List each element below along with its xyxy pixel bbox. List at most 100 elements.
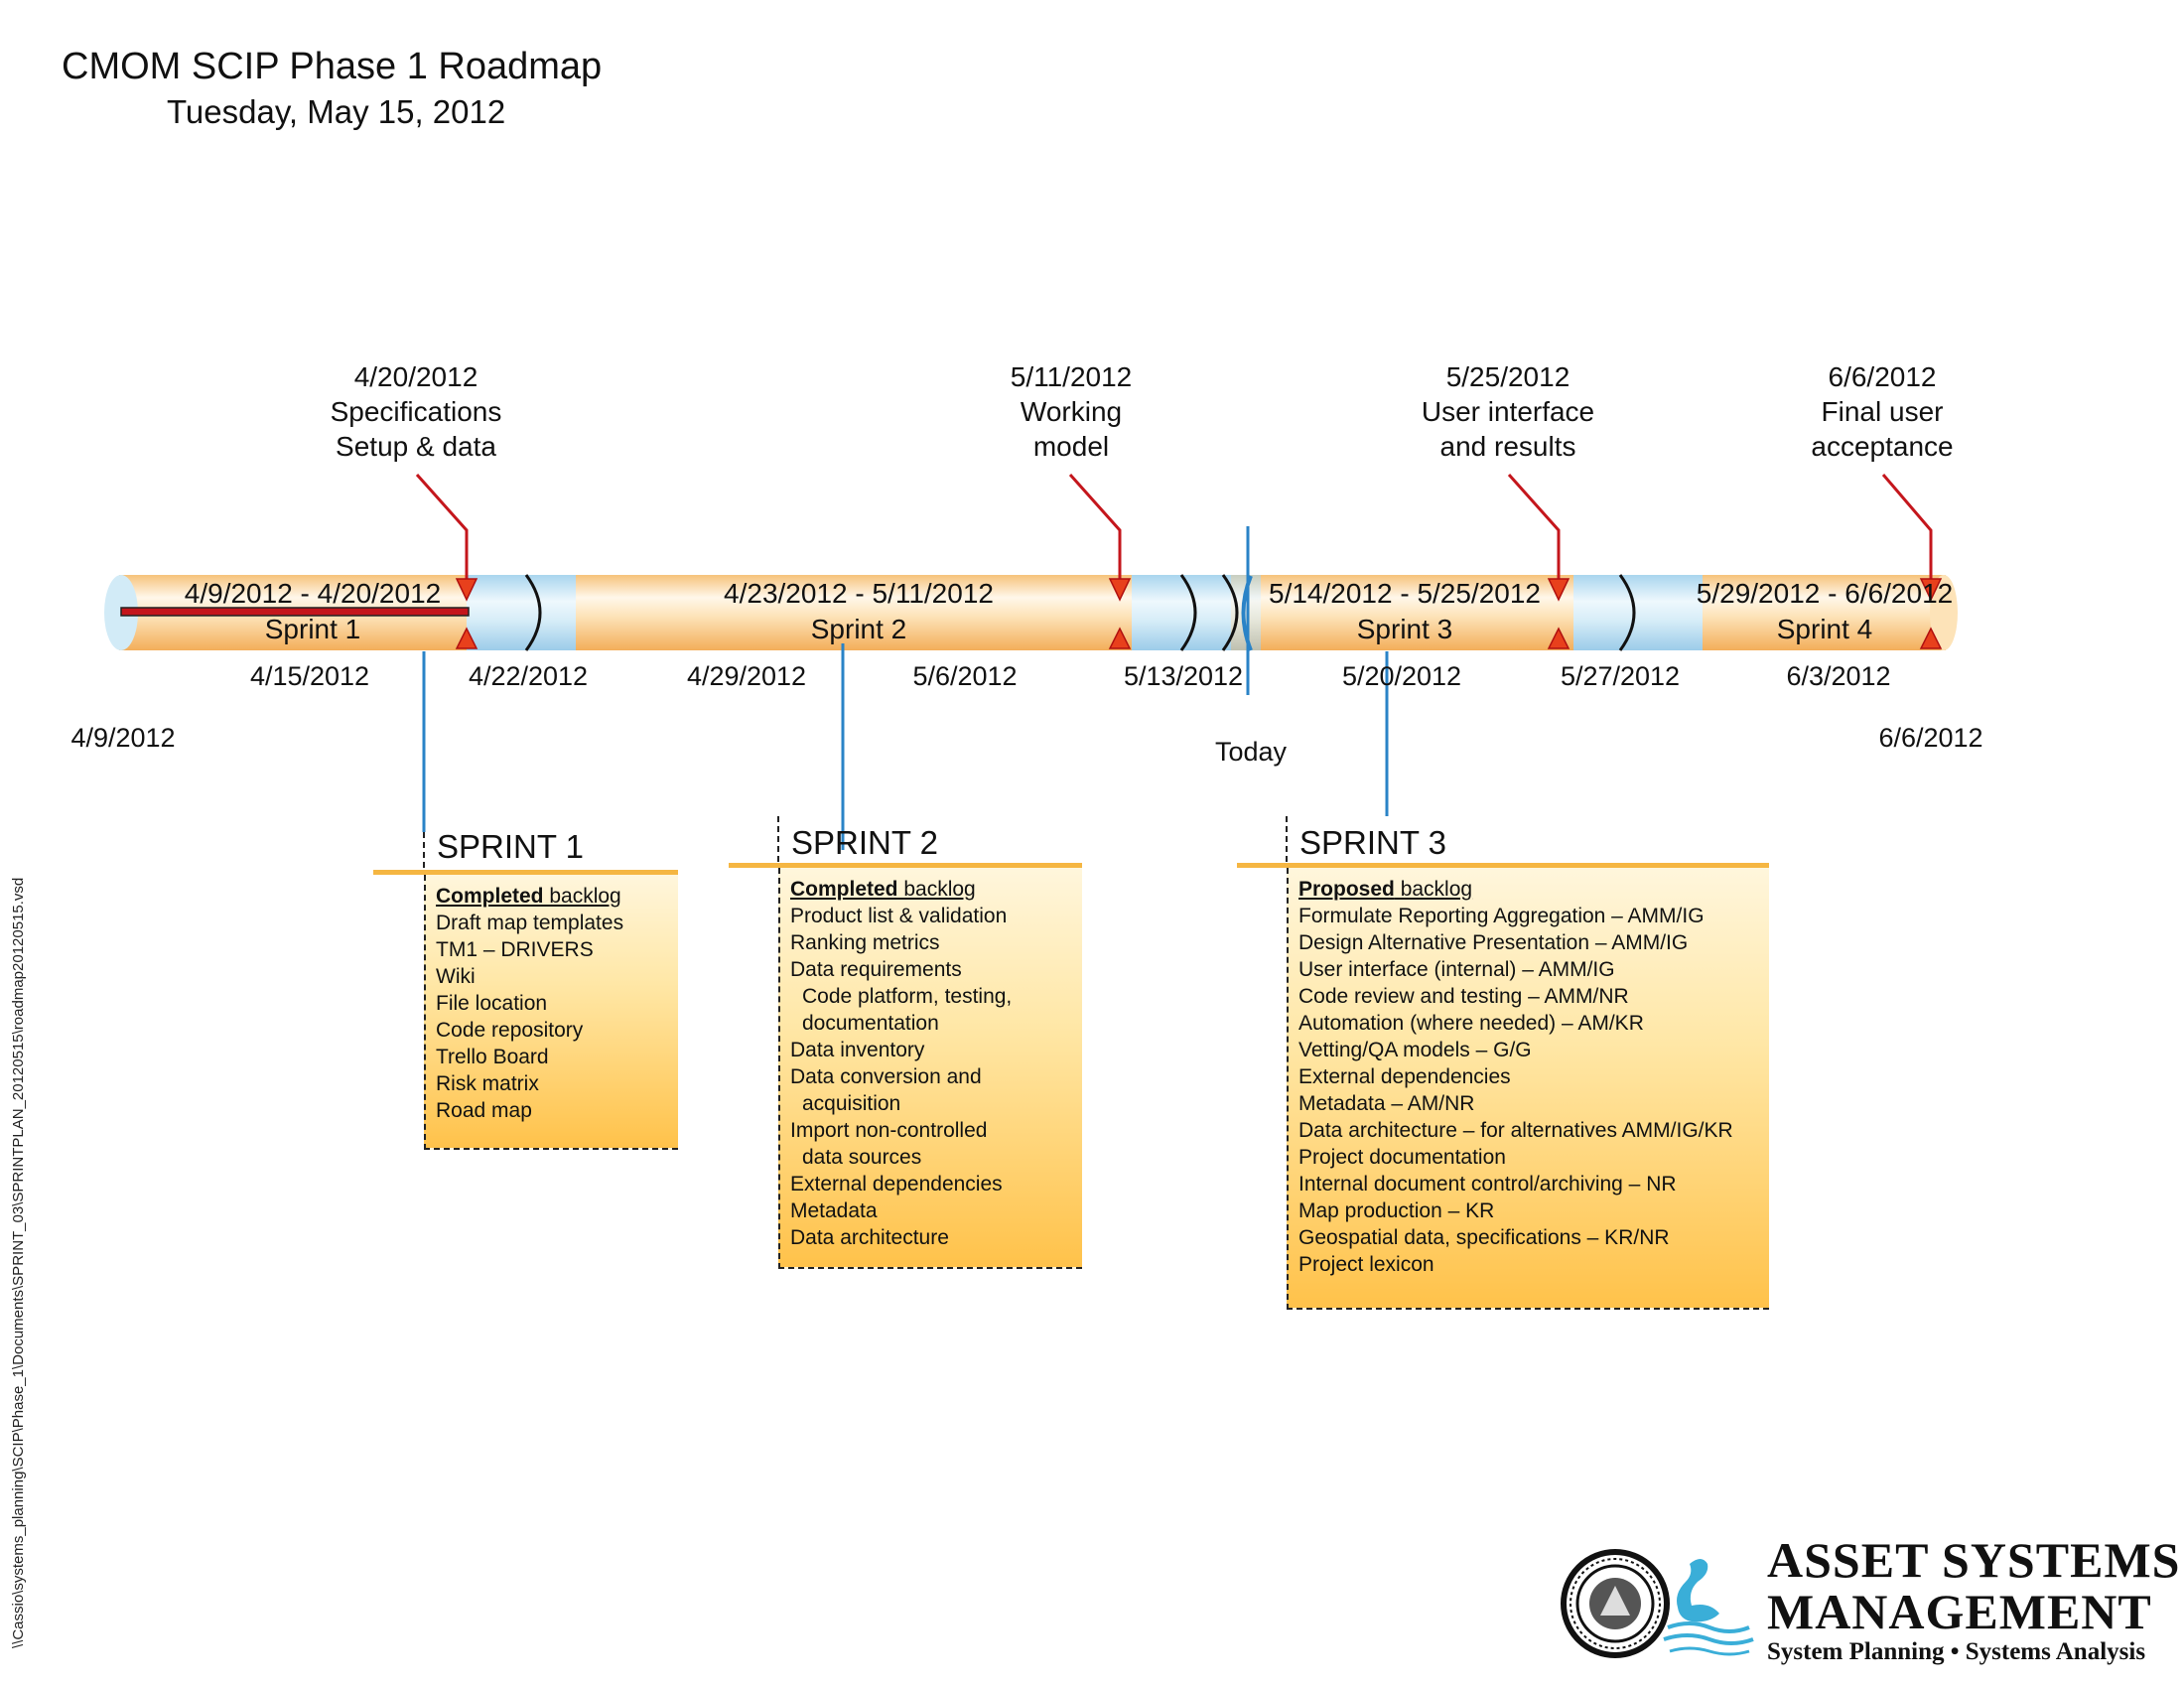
backlog-item: File location (436, 992, 548, 1015)
city-seal-icon (1561, 1549, 1670, 1658)
bar-sprint-1: 4/9/2012 - 4/20/2012 Sprint 1 (185, 576, 441, 647)
today-arc (1241, 575, 1253, 651)
milestone-line1: Working (1020, 396, 1123, 427)
backlog-item: Code review and testing – AMM/NR (1298, 985, 1629, 1008)
logo-line-2: MANAGEMENT (1767, 1584, 2152, 1639)
date-tick: 6/3/2012 (1786, 661, 1891, 691)
range-end-label: 6/6/2012 (1878, 723, 1983, 753)
backlog-item: Trello Board (436, 1046, 549, 1068)
date-tick: 5/20/2012 (1341, 661, 1462, 691)
backlog-item: Project lexicon (1298, 1253, 1434, 1276)
date-tick: 4/29/2012 (686, 661, 807, 691)
backlog-item: acquisition (802, 1092, 901, 1115)
milestone-arrow-line (415, 474, 469, 584)
sprint2-header-rule (729, 863, 1082, 868)
backlog-item: Road map (436, 1099, 532, 1122)
milestone-2: 5/11/2012 Working model (922, 359, 1220, 464)
backlog-item: Data architecture – for alternatives AMM… (1298, 1119, 1733, 1142)
today-label: Today (1214, 737, 1288, 767)
date-tick: 4/15/2012 (249, 661, 370, 691)
backlog-item: External dependencies (1298, 1065, 1511, 1088)
date-tick: 5/6/2012 (912, 661, 1018, 691)
backlog-item: data sources (802, 1146, 922, 1169)
page-title: CMOM SCIP Phase 1 Roadmap (62, 46, 603, 87)
backlog-item: Metadata (790, 1199, 878, 1222)
backlog-item: External dependencies (790, 1173, 1003, 1196)
backlog-heading: Proposed backlog (1298, 878, 1473, 901)
backlog-item: Data requirements (790, 958, 962, 981)
milestone-date: 5/11/2012 (1010, 361, 1133, 392)
milestone-1: 4/20/2012 Specifications Setup & data (267, 359, 565, 464)
segment-boundary-arc (1618, 574, 1636, 651)
sprint1-header-rule (373, 870, 678, 875)
milestone-up-triangle (1919, 627, 1943, 649)
milestone-date: 5/25/2012 (1445, 361, 1570, 392)
backlog-item: Import non-controlled (790, 1119, 988, 1142)
backlog-item: Automation (where needed) – AM/KR (1298, 1012, 1644, 1035)
backlog-heading: Completed backlog (790, 878, 976, 901)
milestone-up-triangle (1547, 627, 1570, 649)
sprint3-header-rule (1237, 863, 1769, 868)
bar-sprint-range: 4/9/2012 - 4/20/2012 (184, 578, 442, 609)
date-tick: 4/22/2012 (468, 661, 589, 691)
bar-sprint-2: 4/23/2012 - 5/11/2012 Sprint 2 (724, 576, 994, 647)
backlog-item: Metadata – AM/NR (1298, 1092, 1475, 1115)
milestone-down-triangle (1919, 578, 1943, 602)
bar-sprint-name: Sprint 1 (264, 614, 361, 644)
sprint-gap (467, 575, 576, 650)
sprint3-backlog: Proposed backlog Formulate Reporting Agg… (1287, 868, 1769, 1310)
bar-sprint-range: 5/14/2012 - 5/25/2012 (1268, 578, 1542, 609)
backlog-item: Wiki (436, 965, 476, 988)
segment-boundary-arc (524, 574, 542, 651)
sprint-gap (1573, 575, 1703, 650)
logo-line-1: ASSET SYSTEMS (1767, 1532, 2181, 1588)
milestone-arrow-line (1068, 474, 1122, 584)
milestone-line1: Final user (1821, 396, 1944, 427)
backlog-item: Code repository (436, 1019, 584, 1042)
milestone-line2: acceptance (1811, 431, 1954, 462)
milestone-line2: model (1032, 431, 1110, 462)
backlog-item: Risk matrix (436, 1072, 539, 1095)
milestone-4: 6/6/2012 Final user acceptance (1733, 359, 2031, 464)
page-date: Tuesday, May 15, 2012 (167, 93, 506, 130)
milestone-3: 5/25/2012 User interface and results (1359, 359, 1657, 464)
bar-sprint-name: Sprint 2 (810, 614, 907, 644)
date-tick: 5/27/2012 (1560, 661, 1681, 691)
segment-boundary-arc (1179, 574, 1197, 651)
sprint1-title: SPRINT 1 (437, 828, 584, 865)
sprint2-backlog: Completed backlog Product list & validat… (778, 868, 1082, 1269)
backlog-item: Vetting/QA models – G/G (1298, 1039, 1532, 1061)
milestone-line1: User interface (1421, 396, 1595, 427)
bar-sprint-range: 5/29/2012 - 6/6/2012 (1696, 578, 1954, 609)
milestone-arrows (415, 474, 1943, 649)
milestone-down-triangle (1547, 578, 1570, 602)
milestone-date: 6/6/2012 (1828, 361, 1937, 392)
backlog-item: Map production – KR (1298, 1199, 1495, 1222)
milestone-arrow-line (1881, 474, 1933, 584)
bar-sprint-name: Sprint 3 (1356, 614, 1453, 644)
backlog-item: Formulate Reporting Aggregation – AMM/IG (1298, 905, 1705, 927)
date-tick: 5/13/2012 (1123, 661, 1244, 691)
sprint-gap (1132, 575, 1231, 650)
bar-sprint-4: 5/29/2012 - 6/6/2012 Sprint 4 (1697, 576, 1953, 647)
sprint1-backlog: Completed backlog Draft map templates TM… (424, 875, 678, 1150)
milestone-line1: Specifications (330, 396, 502, 427)
milestone-up-triangle (1108, 627, 1132, 649)
backlog-item: Geospatial data, specifications – KR/NR (1298, 1226, 1670, 1249)
backlog-item: Data conversion and (790, 1065, 982, 1088)
logo-text: ASSET SYSTEMS MANAGEMENT System Planning… (1767, 1534, 2180, 1667)
backlog-item: Code platform, testing, (802, 985, 1013, 1008)
bar-sprint-range: 4/23/2012 - 5/11/2012 (724, 578, 994, 609)
range-start-label: 4/9/2012 (70, 723, 176, 753)
progress-line (120, 607, 470, 617)
sprint3-title: SPRINT 3 (1299, 824, 1446, 861)
segment-boundary-arc (1221, 574, 1239, 651)
milestone-down-triangle (455, 578, 478, 602)
backlog-heading: Completed backlog (436, 885, 621, 908)
bar-sprint-name: Sprint 4 (1776, 614, 1873, 644)
milestone-line2: and results (1439, 431, 1576, 462)
backlog-item: User interface (internal) – AMM/IG (1298, 958, 1615, 981)
tube-end-cap (1930, 575, 1958, 650)
milestone-up-triangle (455, 627, 478, 649)
